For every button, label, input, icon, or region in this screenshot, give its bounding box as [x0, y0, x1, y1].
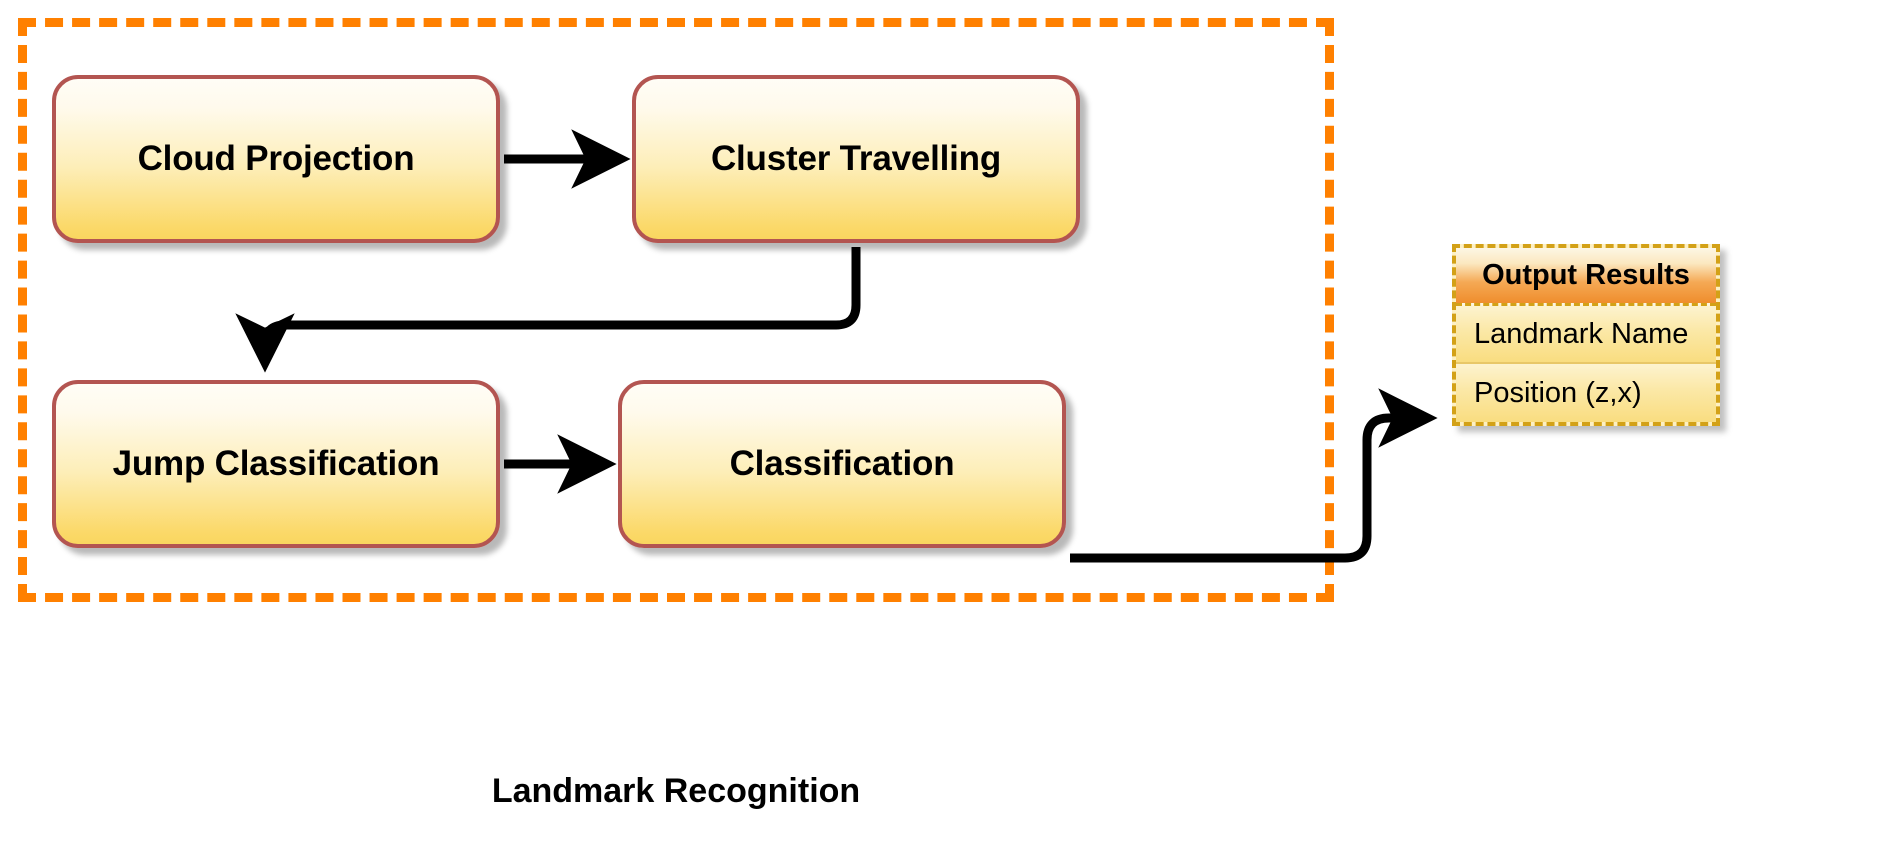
table-row[interactable]: Position (z,x)	[1456, 364, 1716, 422]
node-cloud-projection-label: Cloud Projection	[137, 138, 415, 178]
node-classification-label: Classification	[729, 443, 955, 483]
table-row[interactable]: Landmark Name	[1456, 306, 1716, 364]
node-classification[interactable]: Classification	[618, 380, 1066, 548]
group-caption: Landmark Recognition	[491, 772, 861, 810]
node-cloud-projection[interactable]: Cloud Projection	[52, 75, 500, 243]
output-results-table[interactable]: Output Results Landmark Name Position (z…	[1452, 244, 1720, 426]
node-cluster-travelling[interactable]: Cluster Travelling	[632, 75, 1080, 243]
node-cluster-travelling-label: Cluster Travelling	[710, 138, 1002, 178]
node-jump-classification-label: Jump Classification	[112, 443, 440, 483]
output-results-row-position: Position (z,x)	[1474, 376, 1642, 409]
node-jump-classification[interactable]: Jump Classification	[52, 380, 500, 548]
output-results-header: Output Results	[1456, 248, 1716, 306]
output-results-row-landmark-name: Landmark Name	[1474, 317, 1689, 350]
landmark-recognition-group-boundary	[18, 18, 1334, 602]
output-results-header-label: Output Results	[1482, 259, 1690, 291]
